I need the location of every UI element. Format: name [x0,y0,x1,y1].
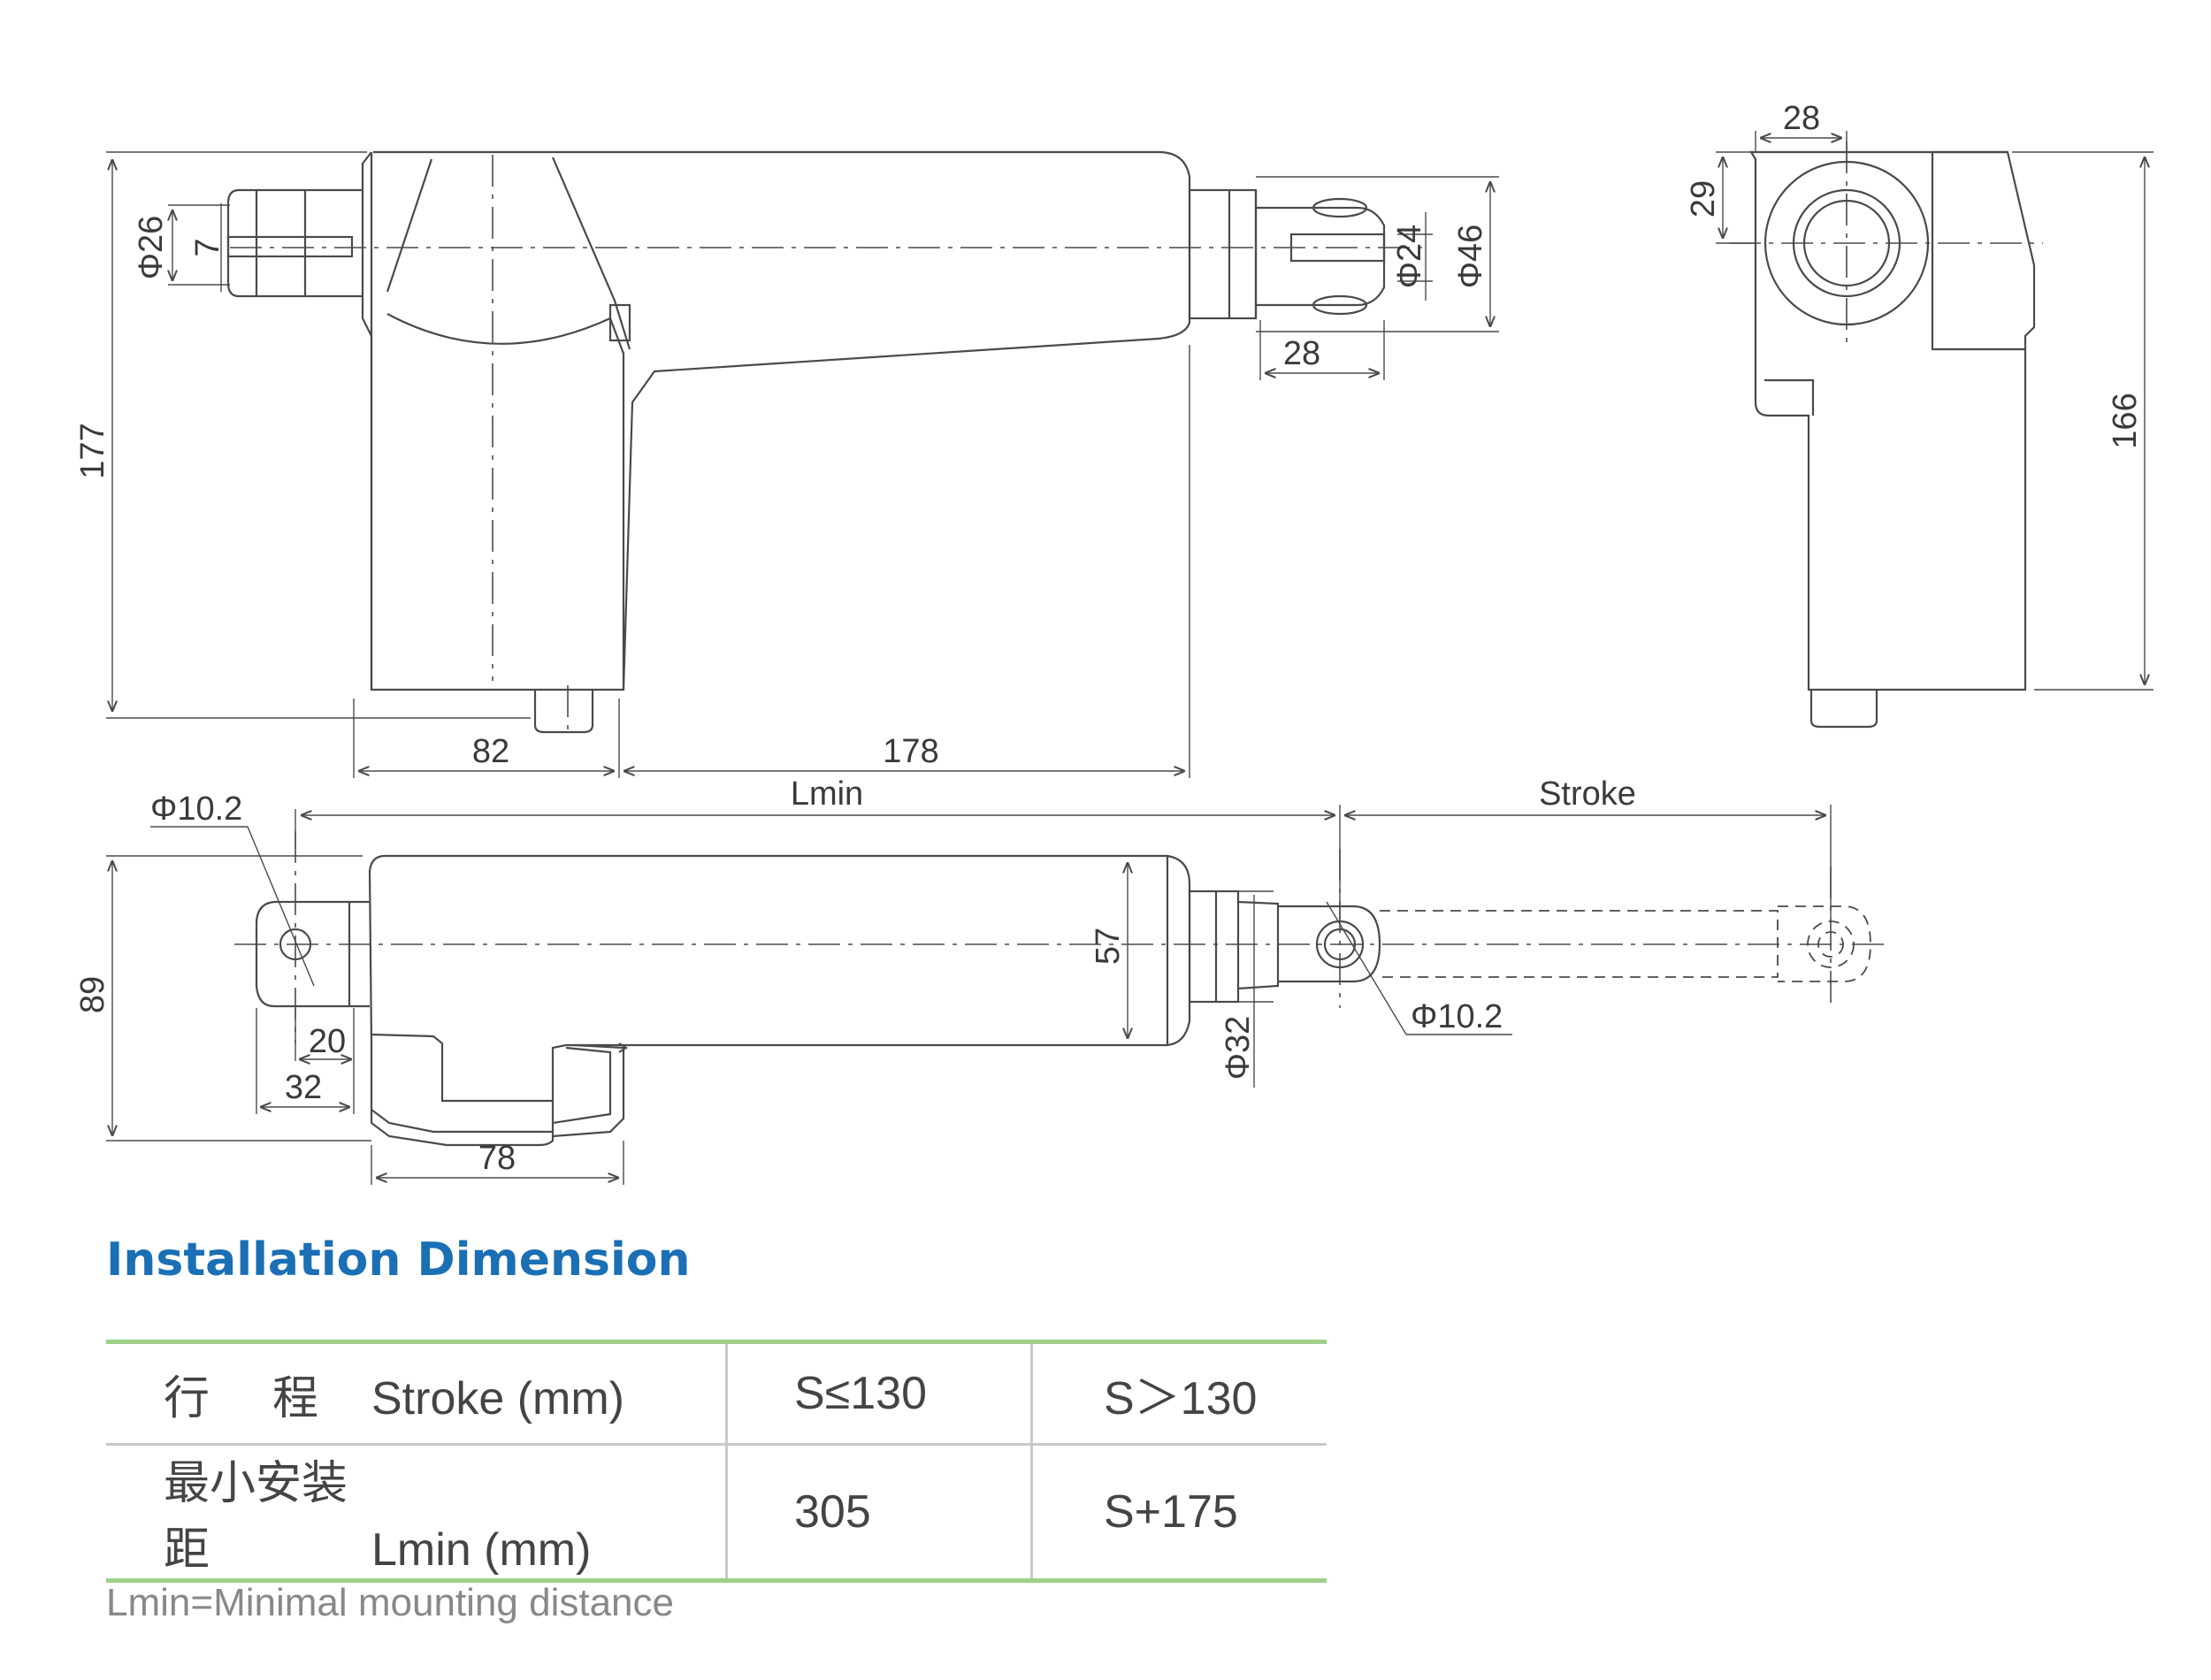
top-view-body-outline [370,150,1191,691]
dim-dia-26: Φ26 [133,216,170,280]
section-title: Installation Dimension [106,1233,691,1287]
lmin-label-en: Lmin (mm) [371,1524,592,1576]
dim-28-side: 28 [1783,100,1820,137]
stroke-label-cn-1: 行 [164,1372,210,1424]
dim-57: 57 [1090,928,1127,965]
front-view: Lmin Stroke Φ10.2 Φ10.2 89 57 Φ32 20 32 [74,775,1884,1185]
dim-32: 32 [285,1069,322,1106]
lmin-label-cn: 最小安装距 [164,1458,348,1576]
dim-82: 82 [472,733,509,770]
dim-29: 29 [1685,180,1722,218]
side-view: 28 29 166 [1685,100,2154,729]
table-row-stroke: 行 程 Stroke (mm) S≤130 S＞130 [106,1340,1327,1445]
dim-lmin: Lmin [791,775,863,813]
dim-dia-24: Φ24 [1391,225,1428,289]
dim-7: 7 [189,238,226,256]
installation-dimension-table: 行 程 Stroke (mm) S≤130 S＞130 最小安装距 Lmin (m… [106,1340,1327,1583]
dim-dia-46: Φ46 [1452,225,1489,289]
dim-left-hole: Φ10.2 [150,790,242,828]
lmin-value-2: S+175 [1030,1443,1327,1583]
stroke-label-cn-2: 程 [272,1372,318,1424]
lmin-value-1: 305 [725,1443,1032,1583]
dim-78: 78 [478,1140,516,1177]
stroke-label-en: Stroke (mm) [371,1372,624,1424]
dim-rod-dia-32: Φ32 [1220,1016,1257,1081]
dim-178: 178 [883,733,938,770]
footnote: Lmin=Minimal mounting distance [106,1581,674,1624]
technical-drawing: 177 Φ26 7 Φ24 Φ46 28 82 178 [74,100,2154,1185]
front-view-body-outline [368,854,1191,1147]
dim-right-hole: Φ10.2 [1411,998,1503,1035]
dim-20: 20 [309,1023,346,1060]
dim-166: 166 [2107,393,2144,448]
dim-89: 89 [74,976,111,1013]
dim-28-rod: 28 [1283,335,1320,372]
dim-177: 177 [74,423,111,478]
dim-stroke: Stroke [1539,775,1636,813]
stroke-value-1: S≤130 [725,1340,1032,1445]
stroke-value-2: S＞130 [1030,1340,1327,1445]
top-view: 177 Φ26 7 Φ24 Φ46 28 82 178 [74,150,1499,778]
side-view-outline [1749,150,2036,691]
table-row-lmin: 最小安装距 Lmin (mm) 305 S+175 [106,1443,1327,1583]
